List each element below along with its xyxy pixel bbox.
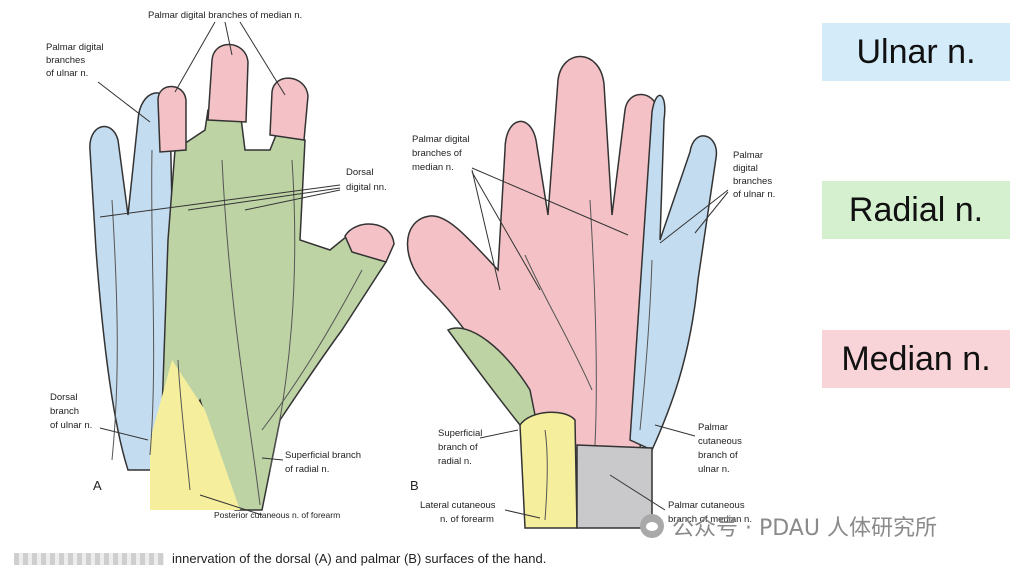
label-dorsal-branch-ulnar: Dorsal branch of ulnar n. (50, 392, 92, 431)
label-palmar-digital-median-b: Palmar digital branches of median n. (412, 134, 472, 173)
hand-b-lateral-cutaneous-region (519, 411, 578, 529)
legend-radial: Radial n. (822, 181, 1010, 239)
legend-ulnar: Ulnar n. (822, 23, 1010, 81)
label-palmar-digital-ulnar-left: Palmar digital branches of ulnar n. (46, 42, 106, 79)
label-palmar-digital-ulnar-right: Palmar digital branches of ulnar n. (733, 150, 775, 200)
hand-b-ulnar-region (629, 94, 718, 451)
caption-redacted-bar (14, 553, 164, 565)
hand-a-labels: Palmar digital branches of median n. Pal… (46, 10, 387, 520)
hand-a-median-tip-ring (157, 85, 187, 153)
hand-a-dorsal (89, 43, 395, 511)
label-palmar-cutaneous-median: Palmar cutaneous branch of median n. (668, 500, 752, 525)
wechat-icon (640, 514, 664, 538)
label-posterior-cutaneous: Posterior cutaneous n. of forearm (214, 510, 340, 520)
watermark: 公众号 · PDAU 人体研究所 (640, 510, 937, 542)
legend-median: Median n. (822, 330, 1010, 388)
hand-b-palmar (406, 55, 718, 529)
panel-label-b: B (410, 478, 419, 493)
panel-label-a: A (93, 478, 102, 493)
hand-b-labels: Palmar digital branches of median n. Pal… (410, 134, 775, 525)
figure-caption: innervation of the dorsal (A) and palmar… (172, 551, 547, 566)
hand-b-nerve-lines (524, 199, 653, 521)
hand-a-nerve-lines (111, 149, 363, 506)
hand-a-posterior-cutaneous-region (150, 360, 240, 510)
label-lateral-cutaneous: Lateral cutaneous n. of forearm (420, 500, 498, 525)
watermark-text: 公众号 · PDAU 人体研究所 (672, 516, 937, 541)
hand-a-median-tip-index (269, 77, 309, 141)
label-palmar-digital-median-top: Palmar digital branches of median n. (148, 10, 302, 21)
hand-b-median-region (406, 55, 659, 451)
leader-lines (97, 21, 729, 519)
hand-a-median-tip-middle (207, 43, 249, 123)
label-superficial-radial-b: Superficial branch of radial n. (438, 428, 485, 467)
label-superficial-radial-a: Superficial branch of radial n. (285, 450, 364, 475)
label-dorsal-digital: Dorsal digital nn. (346, 167, 387, 193)
label-palmar-cutaneous-ulnar: Palmar cutaneous branch of ulnar n. (698, 422, 744, 475)
hand-a-median-tip-thumb (344, 223, 395, 263)
